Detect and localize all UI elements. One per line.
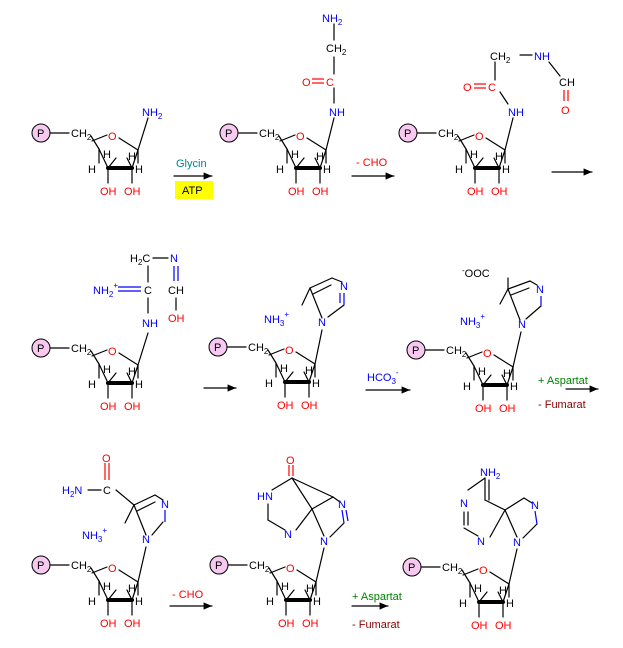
svg-text:H2N: H2N [62, 485, 82, 499]
svg-text:HCO3-: HCO3- [367, 368, 399, 386]
svg-text:N: N [284, 529, 292, 541]
svg-text:- Fumarat: - Fumarat [352, 619, 400, 631]
svg-text:NH: NH [534, 51, 550, 63]
svg-text:NH3+: NH3+ [460, 312, 485, 330]
svg-text:NH2+: NH2+ [93, 281, 118, 299]
svg-text:H2C: H2C [130, 253, 150, 267]
svg-text:C: C [103, 485, 111, 497]
svg-text:O: O [102, 453, 111, 465]
svg-text:+ Aspartat: + Aspartat [352, 591, 402, 603]
svg-text:NH2: NH2 [322, 13, 343, 27]
svg-text:+ Aspartat: + Aspartat [538, 375, 588, 387]
svg-text:NH2: NH2 [480, 467, 501, 481]
svg-text:NH: NH [329, 107, 345, 119]
atp-highlight [175, 181, 213, 199]
svg-text:N: N [518, 319, 526, 331]
svg-text:N: N [320, 536, 328, 548]
svg-text:N: N [161, 499, 169, 511]
svg-text:N: N [318, 317, 326, 329]
svg-text:N: N [142, 534, 150, 546]
svg-text:NH3+: NH3+ [82, 526, 107, 544]
svg-text:NH: NH [142, 318, 158, 330]
svg-text:-OOC: -OOC [462, 266, 490, 280]
svg-text:- CHO: - CHO [356, 157, 388, 169]
svg-text:- Fumarat: - Fumarat [538, 399, 586, 411]
svg-text:N: N [170, 253, 178, 265]
svg-text:N: N [513, 537, 521, 549]
atp-label: ATP [182, 185, 203, 197]
svg-text:CH: CH [168, 285, 184, 297]
svg-text:C: C [326, 77, 334, 89]
svg-text:NH3+: NH3+ [264, 310, 289, 328]
svg-text:O: O [286, 455, 295, 467]
svg-text:N: N [536, 284, 544, 296]
svg-text:HN: HN [257, 491, 273, 503]
svg-text:N: N [477, 536, 485, 548]
svg-text:N: N [531, 500, 539, 512]
svg-text:CH: CH [559, 77, 575, 89]
svg-text:- CHO: - CHO [172, 589, 204, 601]
svg-text:C: C [488, 82, 496, 94]
amine-label: NH2 [142, 107, 163, 121]
svg-text:CH2: CH2 [326, 43, 347, 57]
svg-text:N: N [460, 498, 468, 510]
svg-text:N: N [338, 499, 346, 511]
svg-text:O: O [302, 77, 311, 89]
svg-text:O: O [463, 82, 472, 94]
svg-text:NH: NH [508, 107, 524, 119]
svg-text:O: O [561, 105, 570, 117]
svg-text:N: N [340, 281, 348, 293]
svg-text:C: C [144, 285, 152, 297]
svg-text:OH: OH [168, 313, 185, 325]
svg-text:CH2: CH2 [490, 51, 511, 65]
glycin-label: Glycin [176, 158, 207, 170]
